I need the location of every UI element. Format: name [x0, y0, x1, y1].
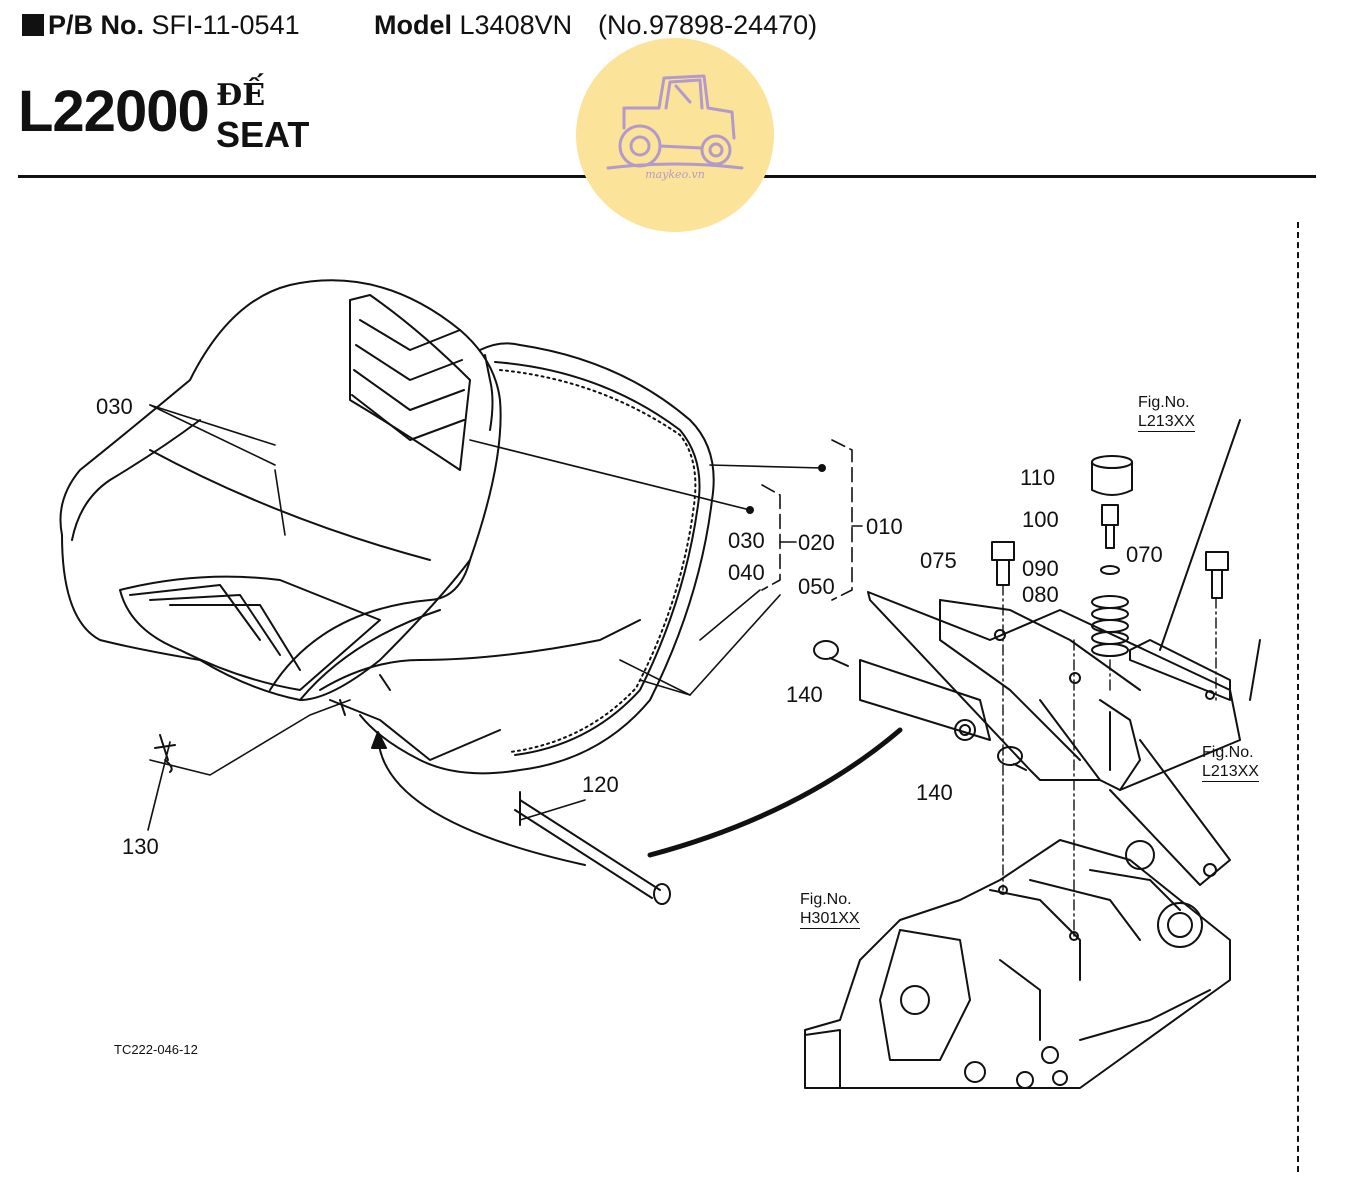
- bolt-100: [1101, 504, 1119, 549]
- part-130: 130: [122, 834, 159, 859]
- exploded-parts-diagram: [59, 279, 1261, 1089]
- mounting-plate: [859, 419, 1261, 886]
- pb-number: P/B No. SFI-11-0541: [22, 10, 300, 41]
- part-090: 090: [1022, 556, 1059, 581]
- seat-cushion: [59, 279, 502, 701]
- fig-ref-l213xx-bottom: Fig.No.L213XX: [1202, 744, 1259, 782]
- part-110: 110: [1020, 465, 1056, 490]
- part-030: 030: [728, 528, 765, 553]
- part-100: 100: [1022, 507, 1059, 532]
- drawing-code: TC222-046-12: [114, 1042, 198, 1057]
- seat-shell: [319, 342, 715, 775]
- part-010: 010: [866, 514, 903, 539]
- bolt-140-a: [813, 640, 849, 667]
- bolt-070: [1205, 551, 1229, 599]
- part-120: 120: [582, 772, 619, 797]
- bolt-140-b: [997, 746, 1027, 771]
- section-title-en: SEAT: [216, 114, 310, 155]
- spring-080: [1091, 595, 1129, 657]
- part-140-left: 140: [786, 682, 823, 707]
- transmission-housing: [804, 839, 1231, 1089]
- section-title-vn: ĐẾ: [216, 78, 266, 113]
- washer-090: [1100, 565, 1120, 575]
- fig-ref-l213xx-top: Fig.No.L213XX: [1138, 394, 1195, 432]
- part-075: 075: [920, 548, 957, 573]
- serial-range: (No.97898-24470): [598, 10, 818, 40]
- watermark-logo: maykeo.vn: [576, 38, 774, 232]
- tractor-icon: [606, 74, 744, 170]
- rod-120: [514, 791, 671, 905]
- part-070: 070: [1126, 542, 1163, 567]
- part-040: 040: [728, 560, 765, 585]
- page-dashed-border: [1297, 222, 1299, 1172]
- bolt-075: [991, 541, 1015, 586]
- part-050: 050: [798, 574, 835, 599]
- model: Model L3408VN: [374, 10, 573, 40]
- square-bullet-icon: [22, 14, 44, 36]
- part-140-right: 140: [916, 780, 953, 805]
- fig-ref-h301xx: Fig.No.H301XX: [800, 891, 860, 929]
- cap-110: [1091, 455, 1133, 496]
- part-030-top: 030: [96, 394, 133, 419]
- section-code: L22000: [18, 79, 210, 144]
- logo-brand-text: maykeo.vn: [645, 168, 705, 181]
- part-080: 080: [1022, 582, 1059, 607]
- part-020: 020: [798, 530, 835, 555]
